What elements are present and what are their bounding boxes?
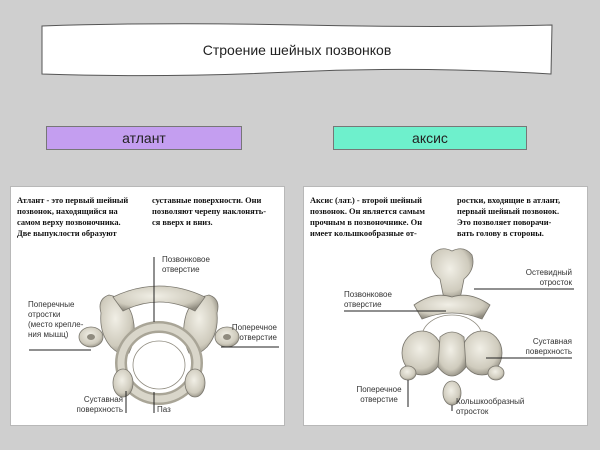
- atlas-text-col2: суставные поверхности. Они позволяют чер…: [152, 196, 266, 227]
- axis-label-vertebral-foramen: Позвонковое отверстие: [344, 290, 392, 309]
- axis-label-articular-surface: Суставная поверхность: [525, 337, 572, 356]
- banner-title: Строение шейных позвонков: [202, 42, 392, 58]
- atlas-illustration: [29, 257, 279, 413]
- atlas-label-transverse-processes: Поперечные отростки (место крепле- ния м…: [28, 300, 84, 339]
- axis-label-spinous-process: Остевидный отросток: [525, 268, 572, 287]
- axis-panel: Аксис (лат.) - второй шейный позвонок. О…: [303, 186, 588, 426]
- axis-text-col1: Аксис (лат.) - второй шейный позвонок. О…: [310, 196, 425, 238]
- axis-text-col2: ростки, входящие в атлант, первый шейный…: [457, 196, 561, 238]
- axis-label-odontoid-process: Кольшкообразный отросток: [456, 397, 525, 416]
- atlas-text-col1: Атлант - это первый шейный позвонок, нах…: [17, 196, 129, 238]
- atlas-tab: атлант: [46, 126, 242, 150]
- atlas-label-vertebral-foramen: Позвонковое отверстие: [162, 255, 210, 274]
- atlas-label-groove: Паз: [157, 405, 171, 414]
- atlas-label-articular-surface: Суставная поверхность: [76, 395, 123, 414]
- axis-tab: аксис: [333, 126, 527, 150]
- axis-illustration: [344, 248, 574, 411]
- banner-shape: [41, 23, 553, 77]
- atlas-label-transverse-foramen: Поперечное отверстие: [231, 323, 277, 342]
- atlas-panel: Атлант - это первый шейный позвонок, нах…: [10, 186, 285, 426]
- axis-label-transverse-foramen: Поперечное отверстие: [356, 385, 402, 404]
- title-banner: Строение шейных позвонков: [40, 22, 554, 78]
